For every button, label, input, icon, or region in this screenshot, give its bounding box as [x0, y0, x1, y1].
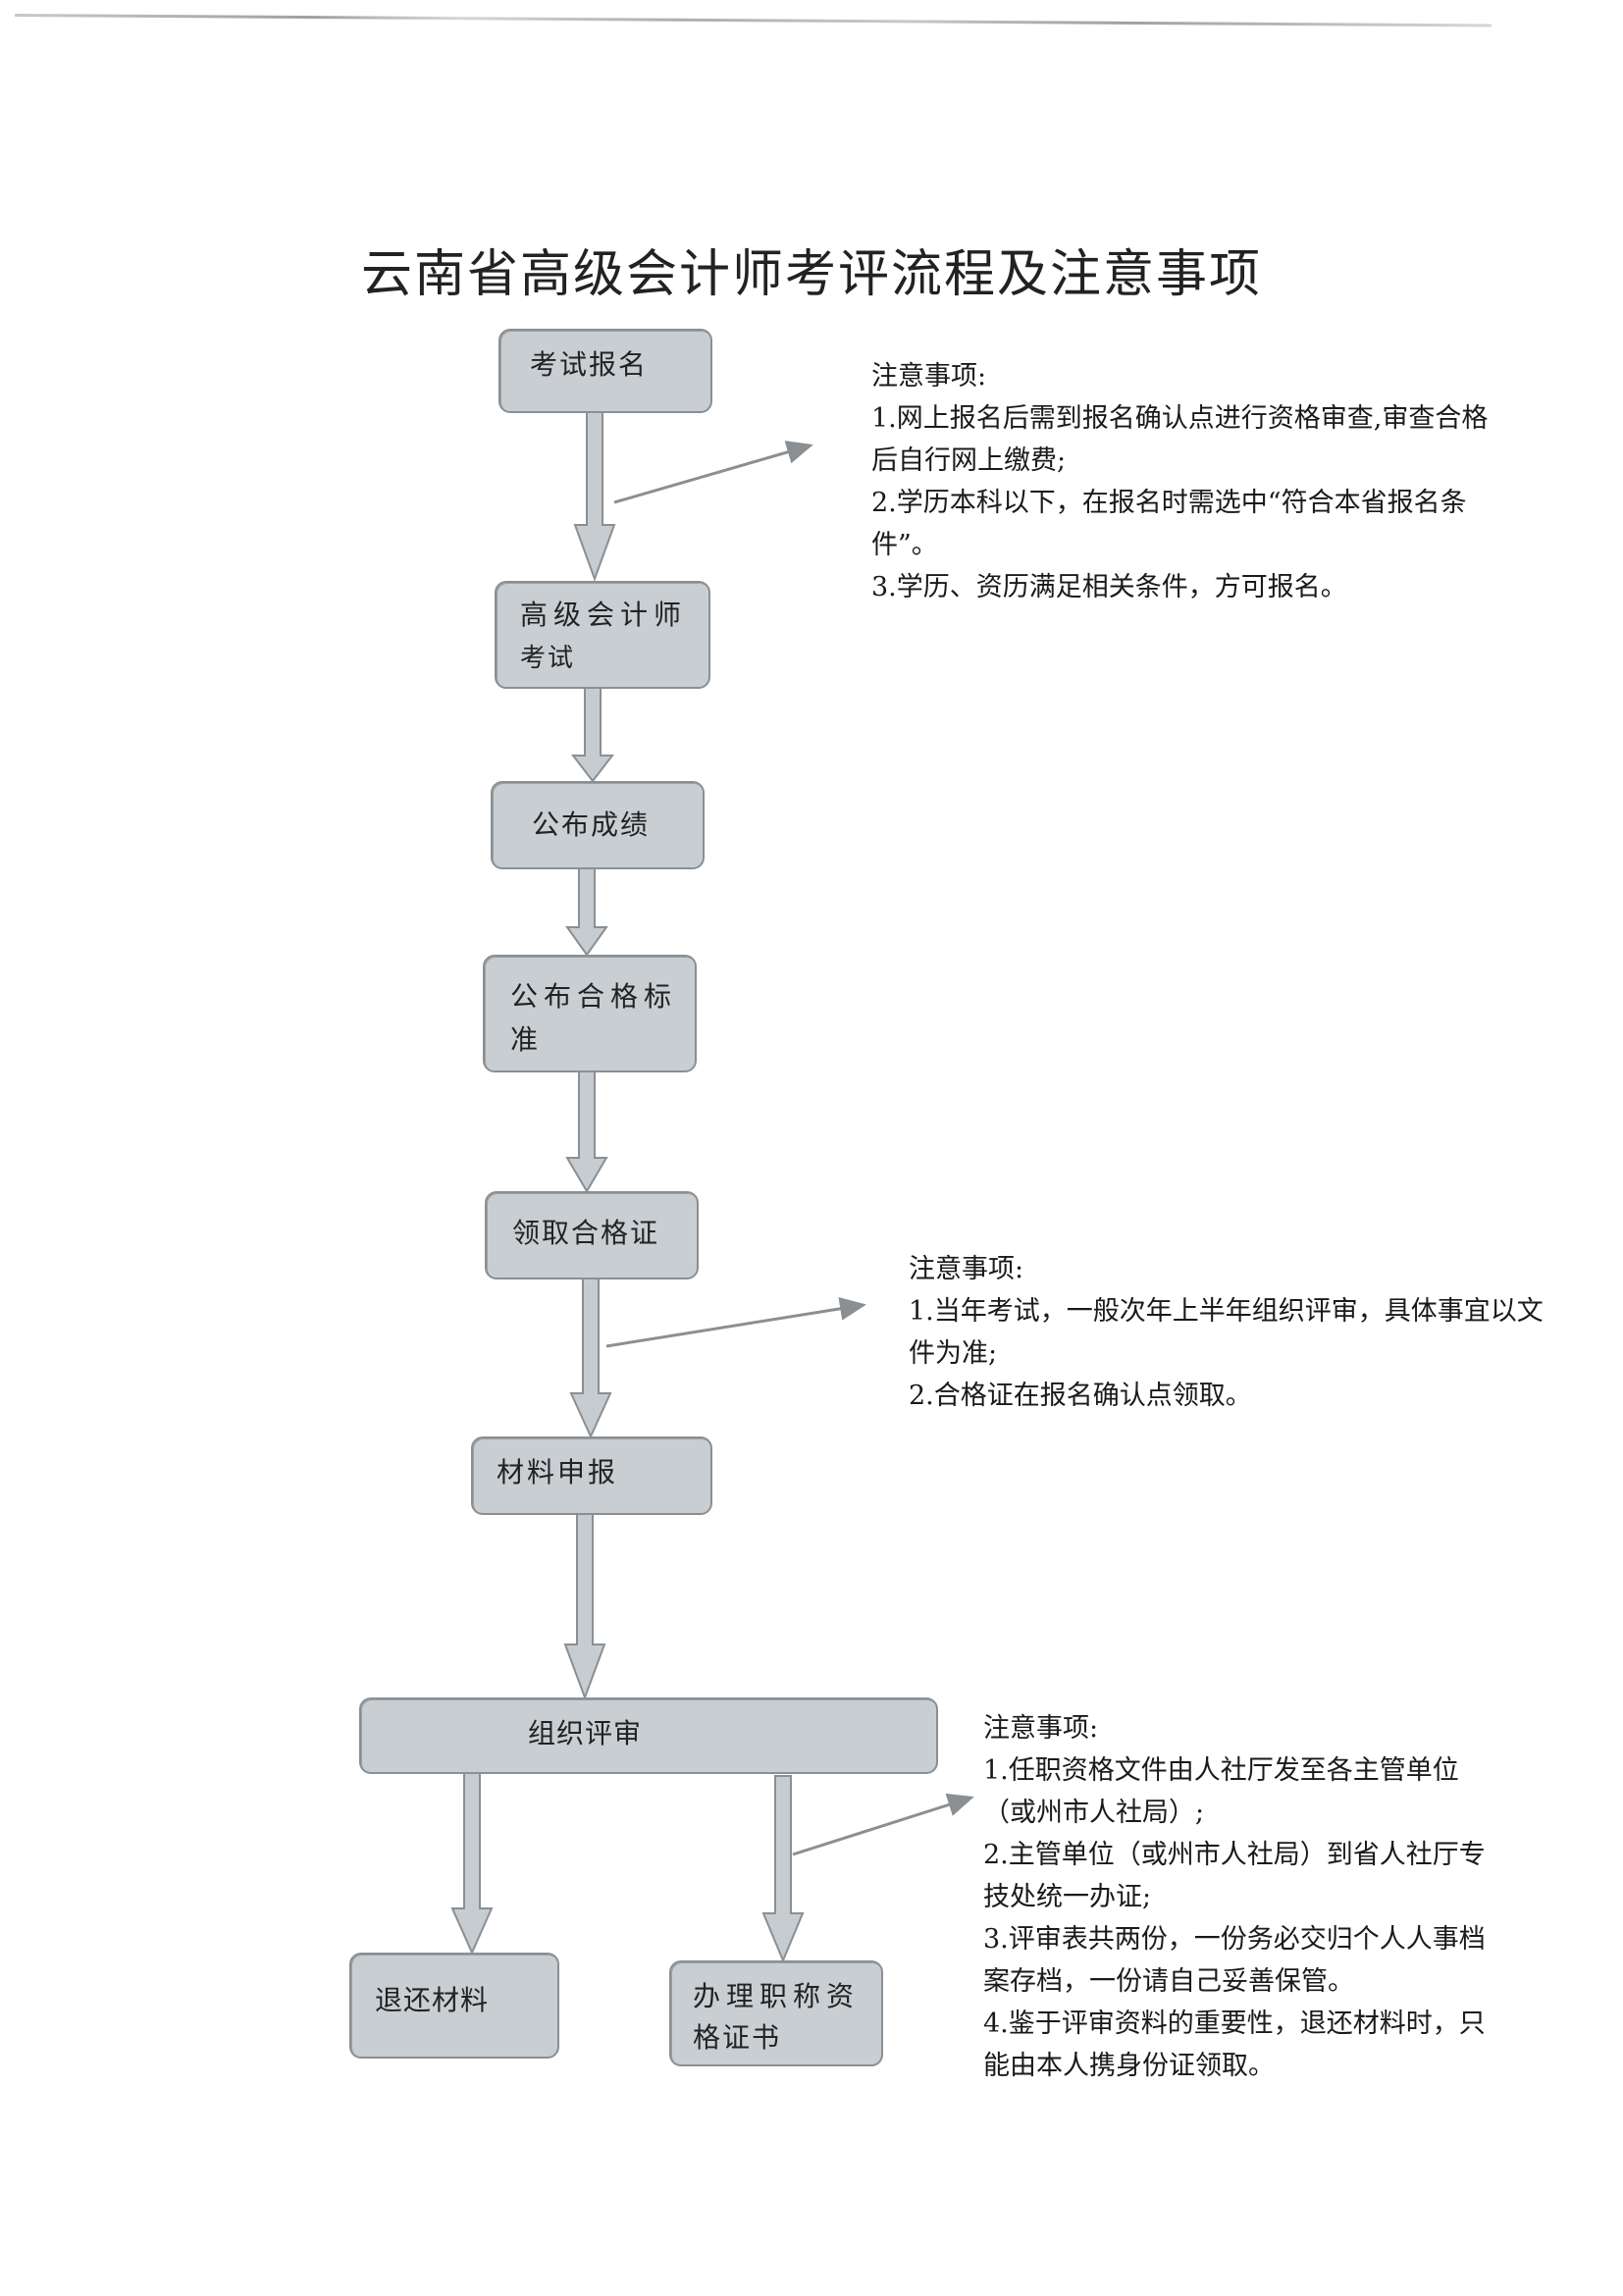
step-organize-review: 组织评审	[359, 1697, 938, 1774]
notes-line: 能由本人携身份证领取。	[983, 2051, 1275, 2081]
step-label-line1: 办理职称资	[693, 1980, 861, 2012]
pointer-line-notes-1	[613, 441, 813, 504]
arrow-certificate-to-materials	[569, 1278, 612, 1439]
notes-line: 案存档，一份请自己妥善保管。	[983, 1966, 1354, 1997]
notes-line: 件”。	[871, 530, 938, 560]
notes-line: （或州市人社局）;	[983, 1798, 1205, 1828]
step-submit-materials: 材料申报	[471, 1436, 712, 1515]
pointer-line-notes-2	[605, 1296, 866, 1348]
notes-heading: 注意事项:	[871, 361, 987, 391]
arrow-review-to-certificate	[761, 1775, 805, 1963]
notes-line: 后自行网上缴费;	[871, 445, 1067, 476]
notes-line: 技处统一办证;	[983, 1882, 1152, 1912]
notes-line: 2.合格证在报名确认点领取。	[909, 1381, 1252, 1411]
pointer-line-notes-3	[792, 1793, 974, 1856]
arrow-registration-to-exam	[573, 409, 616, 582]
step-label-line1: 高级会计师	[520, 599, 688, 631]
notes-line: 3.学历、资历满足相关条件，方可报名。	[871, 572, 1347, 602]
step-label-line2: 考试	[520, 644, 576, 673]
step-label: 材料申报	[497, 1456, 619, 1488]
step-publish-scores: 公布成绩	[491, 781, 705, 869]
step-label-line2: 准	[510, 1023, 545, 1056]
step-label-line1: 公布合格标	[510, 980, 678, 1013]
step-receive-certificate: 领取合格证	[485, 1191, 699, 1279]
notes-line: 1.任职资格文件由人社厅发至各主管单位	[983, 1755, 1459, 1786]
step-label-line2: 格证书	[693, 2021, 782, 2054]
arrow-standard-to-certificate	[565, 1070, 608, 1193]
notes-line: 2.主管单位（或州市人社局）到省人社厅专	[983, 1840, 1486, 1870]
step-label: 退还材料	[375, 1984, 490, 2016]
step-senior-accountant-exam: 高级会计师 考试	[495, 581, 710, 689]
notes-line: 4.鉴于评审资料的重要性，退还材料时，只	[983, 2009, 1486, 2039]
notes-heading: 注意事项:	[909, 1254, 1024, 1284]
notes-line: 3.评审表共两份，一份务必交归个人人事档	[983, 1924, 1486, 1955]
arrow-review-to-return	[450, 1771, 494, 1956]
step-label: 组织评审	[528, 1717, 643, 1749]
page-title: 云南省高级会计师考评流程及注意事项	[360, 245, 1262, 304]
notes-line: 1.当年考试，一般次年上半年组织评审，具体事宜以文	[909, 1296, 1544, 1327]
step-label: 领取合格证	[512, 1217, 660, 1249]
arrow-materials-to-review	[563, 1512, 606, 1700]
step-return-materials: 退还材料	[349, 1953, 559, 2059]
notes-line: 件为准;	[909, 1338, 998, 1369]
notes-heading: 注意事项:	[983, 1713, 1099, 1744]
notes-block-registration: 注意事项: 1.网上报名后需到报名确认点进行资格审查,审查合格 后自行网上缴费;…	[871, 355, 1488, 608]
step-publish-pass-standard: 公布合格标 准	[483, 955, 697, 1072]
arrow-exam-to-scores	[570, 686, 615, 783]
step-label: 公布成绩	[532, 809, 651, 841]
notes-block-review: 注意事项: 1.任职资格文件由人社厅发至各主管单位 （或州市人社局）; 2.主管…	[983, 1707, 1486, 2087]
step-exam-registration: 考试报名	[498, 329, 712, 413]
step-process-title-certificate: 办理职称资 格证书	[669, 1960, 883, 2066]
notes-block-certificate: 注意事项: 1.当年考试，一般次年上半年组织评审，具体事宜以文 件为准; 2.合…	[909, 1248, 1544, 1417]
notes-line: 2.学历本科以下，在报名时需选中“符合本省报名条	[871, 488, 1467, 518]
step-label: 考试报名	[530, 348, 649, 381]
arrow-scores-to-standard	[565, 867, 608, 957]
notes-line: 1.网上报名后需到报名确认点进行资格审查,审查合格	[871, 403, 1489, 434]
